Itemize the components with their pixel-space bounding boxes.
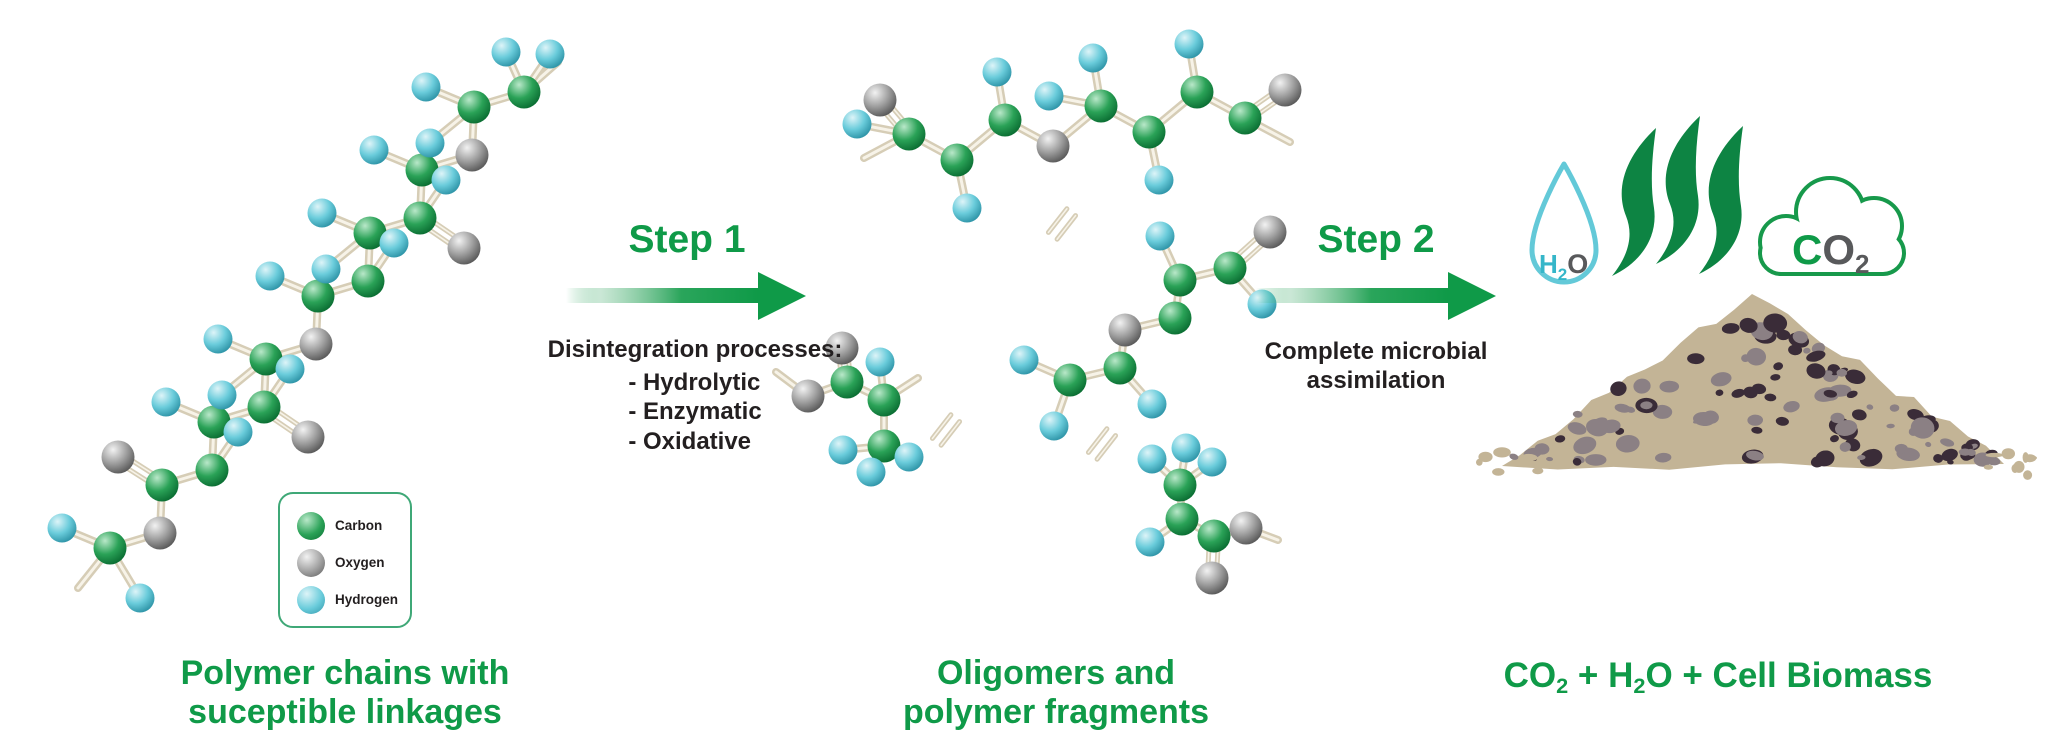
- step2-desc-line2: assimilation: [1306, 366, 1446, 394]
- co2-label: CO2: [1792, 226, 1869, 279]
- fragment-top: [842, 29, 1302, 223]
- legend-item-oxygen: Oxygen: [297, 544, 410, 581]
- caption-middle-line2: polymer fragments: [902, 693, 1210, 732]
- broken-bond-marks: [929, 206, 1119, 462]
- legend-label-oxygen: Oxygen: [335, 555, 385, 570]
- fragment-small-right: [1135, 433, 1282, 595]
- caption-middle-line1: Oligomers and: [936, 654, 1176, 692]
- caption-end-products: CO2 + H2O + Cell Biomass: [1503, 656, 1933, 699]
- step2-arrow: [1256, 272, 1496, 320]
- step1-desc-title: Disintegration processes:: [547, 336, 843, 363]
- water-droplet-icon: H2O: [1529, 161, 1599, 285]
- caption-oligomers: Oligomers and polymer fragments: [856, 654, 1256, 733]
- legend-item-carbon: Carbon: [297, 507, 410, 544]
- legend-label-hydrogen: Hydrogen: [335, 592, 399, 607]
- oxygen-ball-icon: [297, 548, 325, 577]
- step2-desc: Complete microbial assimilation: [1226, 338, 1526, 396]
- step2-desc-line1: Complete microbial: [1264, 338, 1488, 365]
- step1-title: Step 1: [628, 218, 746, 261]
- legend-item-hydrogen: Hydrogen: [297, 581, 410, 618]
- fragment-right: [1009, 215, 1287, 441]
- step2-title: Step 2: [1317, 218, 1435, 261]
- process-item-enzymatic: - Enzymatic: [628, 398, 762, 426]
- caption-left-line2: suceptible linkages: [188, 693, 502, 732]
- process-item-hydrolytic: - Hydrolytic: [628, 369, 761, 396]
- caption-left-line1: Polymer chains with: [180, 654, 510, 692]
- compost-pile: [1476, 294, 2037, 480]
- carbon-ball-icon: [297, 511, 325, 540]
- polymer-chain: [47, 37, 565, 613]
- caption-polymer-chains: Polymer chains with suceptible linkages: [145, 654, 545, 733]
- molecule-graphics: [47, 29, 1302, 613]
- heat-waves-icon: [1612, 116, 1743, 276]
- step1-process-list: - Hydrolytic - Enzymatic - Oxidative: [545, 368, 845, 456]
- atom-legend: Carbon Oxygen Hydrogen: [278, 492, 412, 628]
- h2o-label: H2O: [1539, 249, 1588, 284]
- legend-label-carbon: Carbon: [335, 518, 383, 533]
- hydrogen-ball-icon: [297, 585, 325, 614]
- process-item-oxidative: - Oxidative: [628, 427, 752, 455]
- fragment-small-left: [772, 331, 924, 487]
- co2-cloud-icon: CO2: [1758, 176, 1906, 279]
- step1-arrow: [566, 272, 806, 320]
